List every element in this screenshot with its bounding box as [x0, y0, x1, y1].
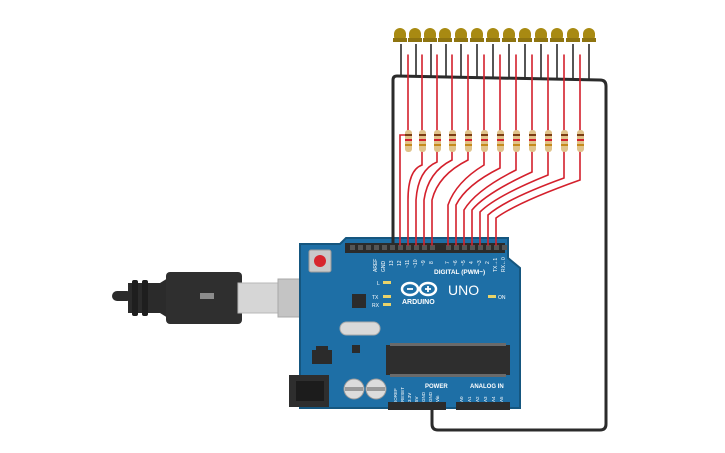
status-leds: L TX RX ON — [372, 281, 506, 309]
resistor-icon — [513, 130, 520, 152]
svg-text:GND: GND — [421, 391, 426, 402]
digital-header-label: DIGITAL (PWM~) — [434, 269, 485, 276]
analog-label: ANALOG IN — [470, 384, 504, 390]
pin-2-label: 2 — [485, 261, 491, 264]
usb-cable-icon[interactable] — [112, 272, 331, 324]
digital-header — [345, 243, 507, 253]
gnd-label: GND — [381, 261, 387, 273]
resistor-icon — [449, 130, 456, 152]
svg-text:A5: A5 — [499, 396, 504, 402]
led-icon — [454, 28, 468, 42]
resistor-icon — [405, 130, 412, 152]
pin-11-label: ~11 — [405, 260, 411, 268]
svg-text:A4: A4 — [491, 396, 496, 402]
pin-1-label: TX→1 — [493, 258, 499, 272]
atmega-chip — [386, 343, 510, 377]
pin-8-label: 8 — [429, 261, 435, 264]
svg-text:A1: A1 — [467, 396, 472, 402]
power-label: POWER — [425, 384, 448, 390]
pin-0-label: RX←0 — [501, 257, 507, 272]
pin-10-label: ~10 — [413, 259, 419, 268]
led-on-label: ON — [498, 295, 506, 301]
usb-chip — [352, 294, 366, 308]
led-icon — [438, 28, 452, 42]
led-icon — [502, 28, 516, 42]
resistor-icon — [577, 130, 584, 152]
svg-text:A2: A2 — [475, 396, 480, 402]
resistor-icon — [561, 130, 568, 152]
digital-pin-labels: AREF GND 13 12 ~11 ~10 ~9 8 7 ~6 ~5 4 ~3… — [373, 257, 507, 272]
crystal-oscillator — [339, 321, 381, 336]
resistor-icon — [481, 130, 488, 152]
svg-text:A3: A3 — [483, 396, 488, 402]
resistor-icon — [529, 130, 536, 152]
pin-5-label: ~5 — [461, 260, 467, 266]
resistor-icon — [497, 130, 504, 152]
ground-wire[interactable] — [391, 74, 608, 432]
pin-3-label: ~3 — [477, 260, 483, 266]
led-icon — [582, 28, 596, 42]
svg-text:IOREF: IOREF — [393, 388, 398, 402]
aref-label: AREF — [373, 259, 379, 272]
led-rx-label: RX — [372, 303, 380, 309]
reset-button-icon[interactable] — [308, 249, 332, 273]
svg-text:RESET: RESET — [400, 387, 405, 402]
led-icon — [550, 28, 564, 42]
resistor-icon — [545, 130, 552, 152]
red-wires[interactable] — [399, 54, 581, 246]
voltage-regulator — [312, 345, 360, 364]
pin-12-label: 12 — [397, 260, 403, 266]
led-row[interactable] — [393, 28, 596, 42]
led-tx-label: TX — [372, 295, 379, 301]
resistor-icon — [419, 130, 426, 152]
pin-13-label: 13 — [389, 260, 395, 266]
power-jack — [289, 375, 329, 407]
led-icon — [518, 28, 532, 42]
resistor-icon — [434, 130, 441, 152]
resistor-icon — [465, 130, 472, 152]
arduino-logo-icon — [400, 281, 438, 297]
analog-header — [456, 402, 510, 410]
svg-text:3.3V: 3.3V — [407, 393, 412, 402]
led-icon — [470, 28, 484, 42]
svg-text:Vin: Vin — [435, 395, 440, 402]
led-icon — [486, 28, 500, 42]
led-icon — [408, 28, 422, 42]
led-icon — [393, 28, 407, 42]
led-icon — [566, 28, 580, 42]
power-header — [388, 402, 446, 410]
led-icon — [534, 28, 548, 42]
led-ground-legs — [400, 44, 590, 80]
pin-6-label: ~6 — [453, 260, 459, 266]
pin-7-label: 7 — [445, 261, 451, 264]
brand-label: ARDUINO — [402, 299, 435, 306]
svg-text:GND: GND — [428, 391, 433, 402]
pin-4-label: 4 — [469, 261, 475, 264]
resistors[interactable] — [405, 130, 584, 152]
capacitors — [343, 378, 387, 400]
led-l-label: L — [377, 281, 380, 287]
led-icon — [423, 28, 437, 42]
svg-text:A0: A0 — [459, 396, 464, 402]
svg-text:5V: 5V — [414, 396, 419, 402]
model-label: UNO — [448, 282, 479, 298]
power-analog-pin-labels: IOREF RESET 3.3V 5V GND GND Vin A0 A1 A2… — [393, 387, 504, 402]
pin-9-label: ~9 — [421, 260, 427, 266]
